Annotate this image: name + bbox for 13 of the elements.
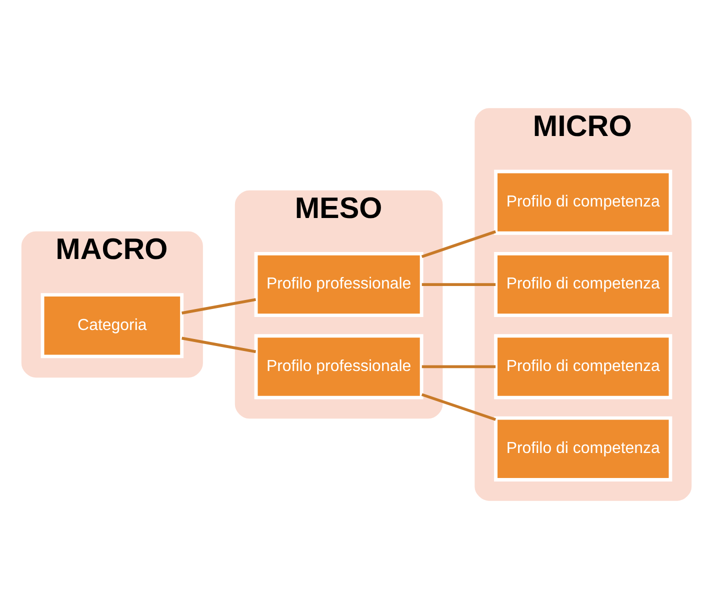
node-box: Profilo di competenza [494,416,672,481]
connector [421,392,496,420]
connector [422,282,496,286]
node-box: Profilo di competenza [494,251,672,317]
node-box: Profilo professionale [254,334,424,399]
connector [422,364,496,368]
node-box: Categoria [40,292,184,358]
connector [182,336,256,353]
node-box: Profilo di competenza [494,334,672,399]
node-box: Profilo di competenza [494,169,672,234]
node-box: Profilo professionale [254,251,424,317]
connector [421,230,496,258]
connector [182,298,256,314]
